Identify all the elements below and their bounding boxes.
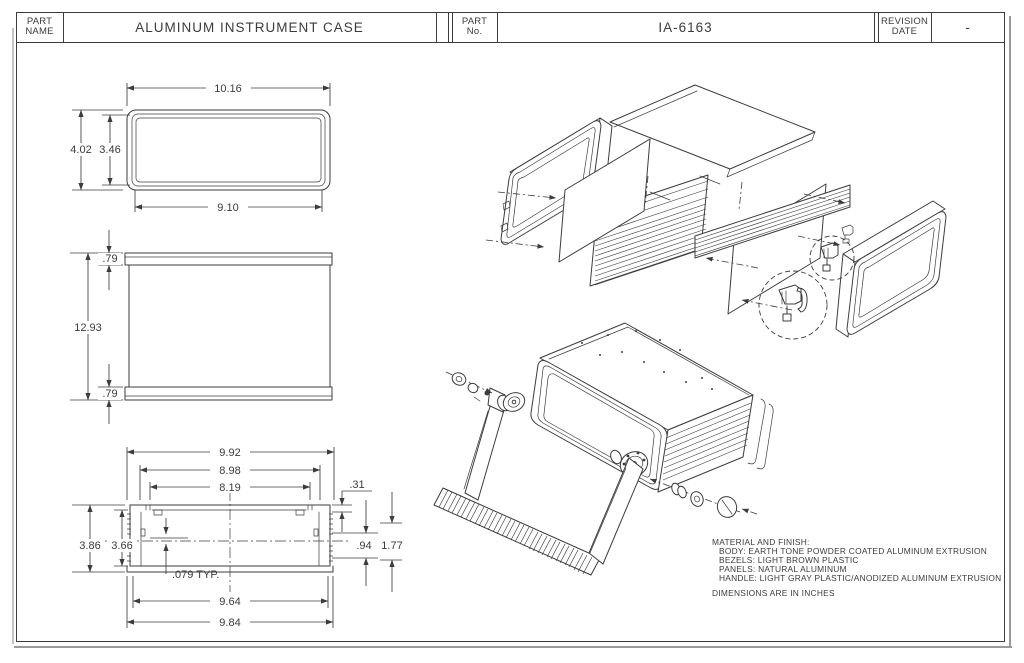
revision-date-label: REVISION DATE [881, 15, 928, 37]
dim-section-height: 3.86 [79, 540, 100, 552]
note-material-title: MATERIAL AND FINISH: [712, 537, 810, 547]
case-body [530, 322, 774, 493]
part-name-label: PART NAME [25, 15, 54, 37]
top-face-vents [581, 330, 713, 390]
dim-section-slot-upper: .94 [356, 540, 371, 552]
sheet-border [16, 12, 1005, 642]
dim-side-bottom-cap: .79 [102, 388, 117, 400]
handle-pivot-left [487, 387, 526, 413]
title-block-divider [63, 12, 64, 42]
section-view: 9.92 8.98 8.19 .31 .94 [72, 445, 406, 629]
handle-arm-right [588, 457, 644, 565]
note-material-body: BODY: EARTH TONE POWDER COATED ALUMINUM … [719, 546, 987, 556]
title-block-divider [874, 12, 875, 42]
notes-block: MATERIAL AND FINISH: BODY: EARTH TONE PO… [712, 537, 1001, 598]
note-material-bezels: BEZELS: LIGHT BROWN PLASTIC [719, 555, 859, 565]
dim-section-top-mid: 8.98 [219, 465, 240, 477]
dim-section-rib: .079 TYP. [172, 569, 219, 581]
sheet-shadow-bottom [14, 646, 1012, 648]
dim-section-top-inner: 8.19 [219, 482, 240, 494]
handle-arm-left [463, 402, 505, 501]
extrusion-body [589, 174, 851, 287]
title-block-divider [452, 12, 453, 42]
dim-side-top-cap: .79 [102, 253, 117, 265]
dim-front-inner-height: 3.46 [99, 144, 120, 156]
part-name-value: ALUMINUM INSTRUMENT CASE [135, 19, 364, 35]
clamp-hardware [841, 224, 854, 244]
part-no-label: PART No. [461, 15, 488, 37]
title-block-bottom-rule [16, 42, 1005, 43]
dim-section-top-outer: 9.92 [219, 447, 240, 459]
revision-date-value: - [965, 19, 971, 35]
fasteners-left [445, 371, 493, 402]
assembly-leader-arrows [485, 191, 846, 311]
front-panel [558, 138, 651, 263]
dim-side-depth: 12.93 [74, 322, 102, 334]
note-material-panels: PANELS: NATURAL ALUMINUM [719, 564, 847, 574]
sheet-shadow-right [1009, 16, 1011, 648]
front-view: 10.16 9.10 4.02 3.46 [66, 81, 331, 214]
sheet-shadow-left [12, 28, 14, 644]
rear-bezel [835, 200, 947, 338]
dim-section-bottom-inner: 9.64 [219, 596, 240, 608]
detail-circle-clamp-large [758, 270, 828, 340]
dim-section-step: .31 [349, 479, 364, 491]
dim-front-inner-width: 9.10 [217, 202, 238, 214]
dim-front-width: 10.16 [214, 83, 242, 95]
assembled-view [433, 322, 774, 576]
title-block-divider [931, 12, 932, 42]
note-material-handle: HANDLE: LIGHT GRAY PLASTIC/ANODIZED ALUM… [719, 573, 1001, 583]
handle-grip-bar [433, 487, 601, 576]
title-block-divider [436, 12, 437, 42]
note-units: DIMENSIONS ARE IN INCHES [712, 588, 835, 598]
dim-section-bottom-outer: 9.84 [219, 617, 240, 629]
title-block-divider [878, 12, 879, 42]
title-block-divider [448, 12, 449, 42]
dim-section-inner-height: 3.66 [111, 540, 132, 552]
exploded-view [485, 84, 947, 340]
dim-front-height: 4.02 [70, 144, 91, 156]
fasteners-right [649, 478, 758, 518]
side-view: 12.93 .79 .79 [69, 230, 333, 424]
detail-circle-clamp-small [809, 235, 855, 281]
top-cover [609, 84, 816, 211]
part-no-value: IA-6163 [658, 19, 713, 35]
dim-section-slot-lower: 1.77 [381, 540, 402, 552]
title-block-divider [497, 12, 498, 42]
